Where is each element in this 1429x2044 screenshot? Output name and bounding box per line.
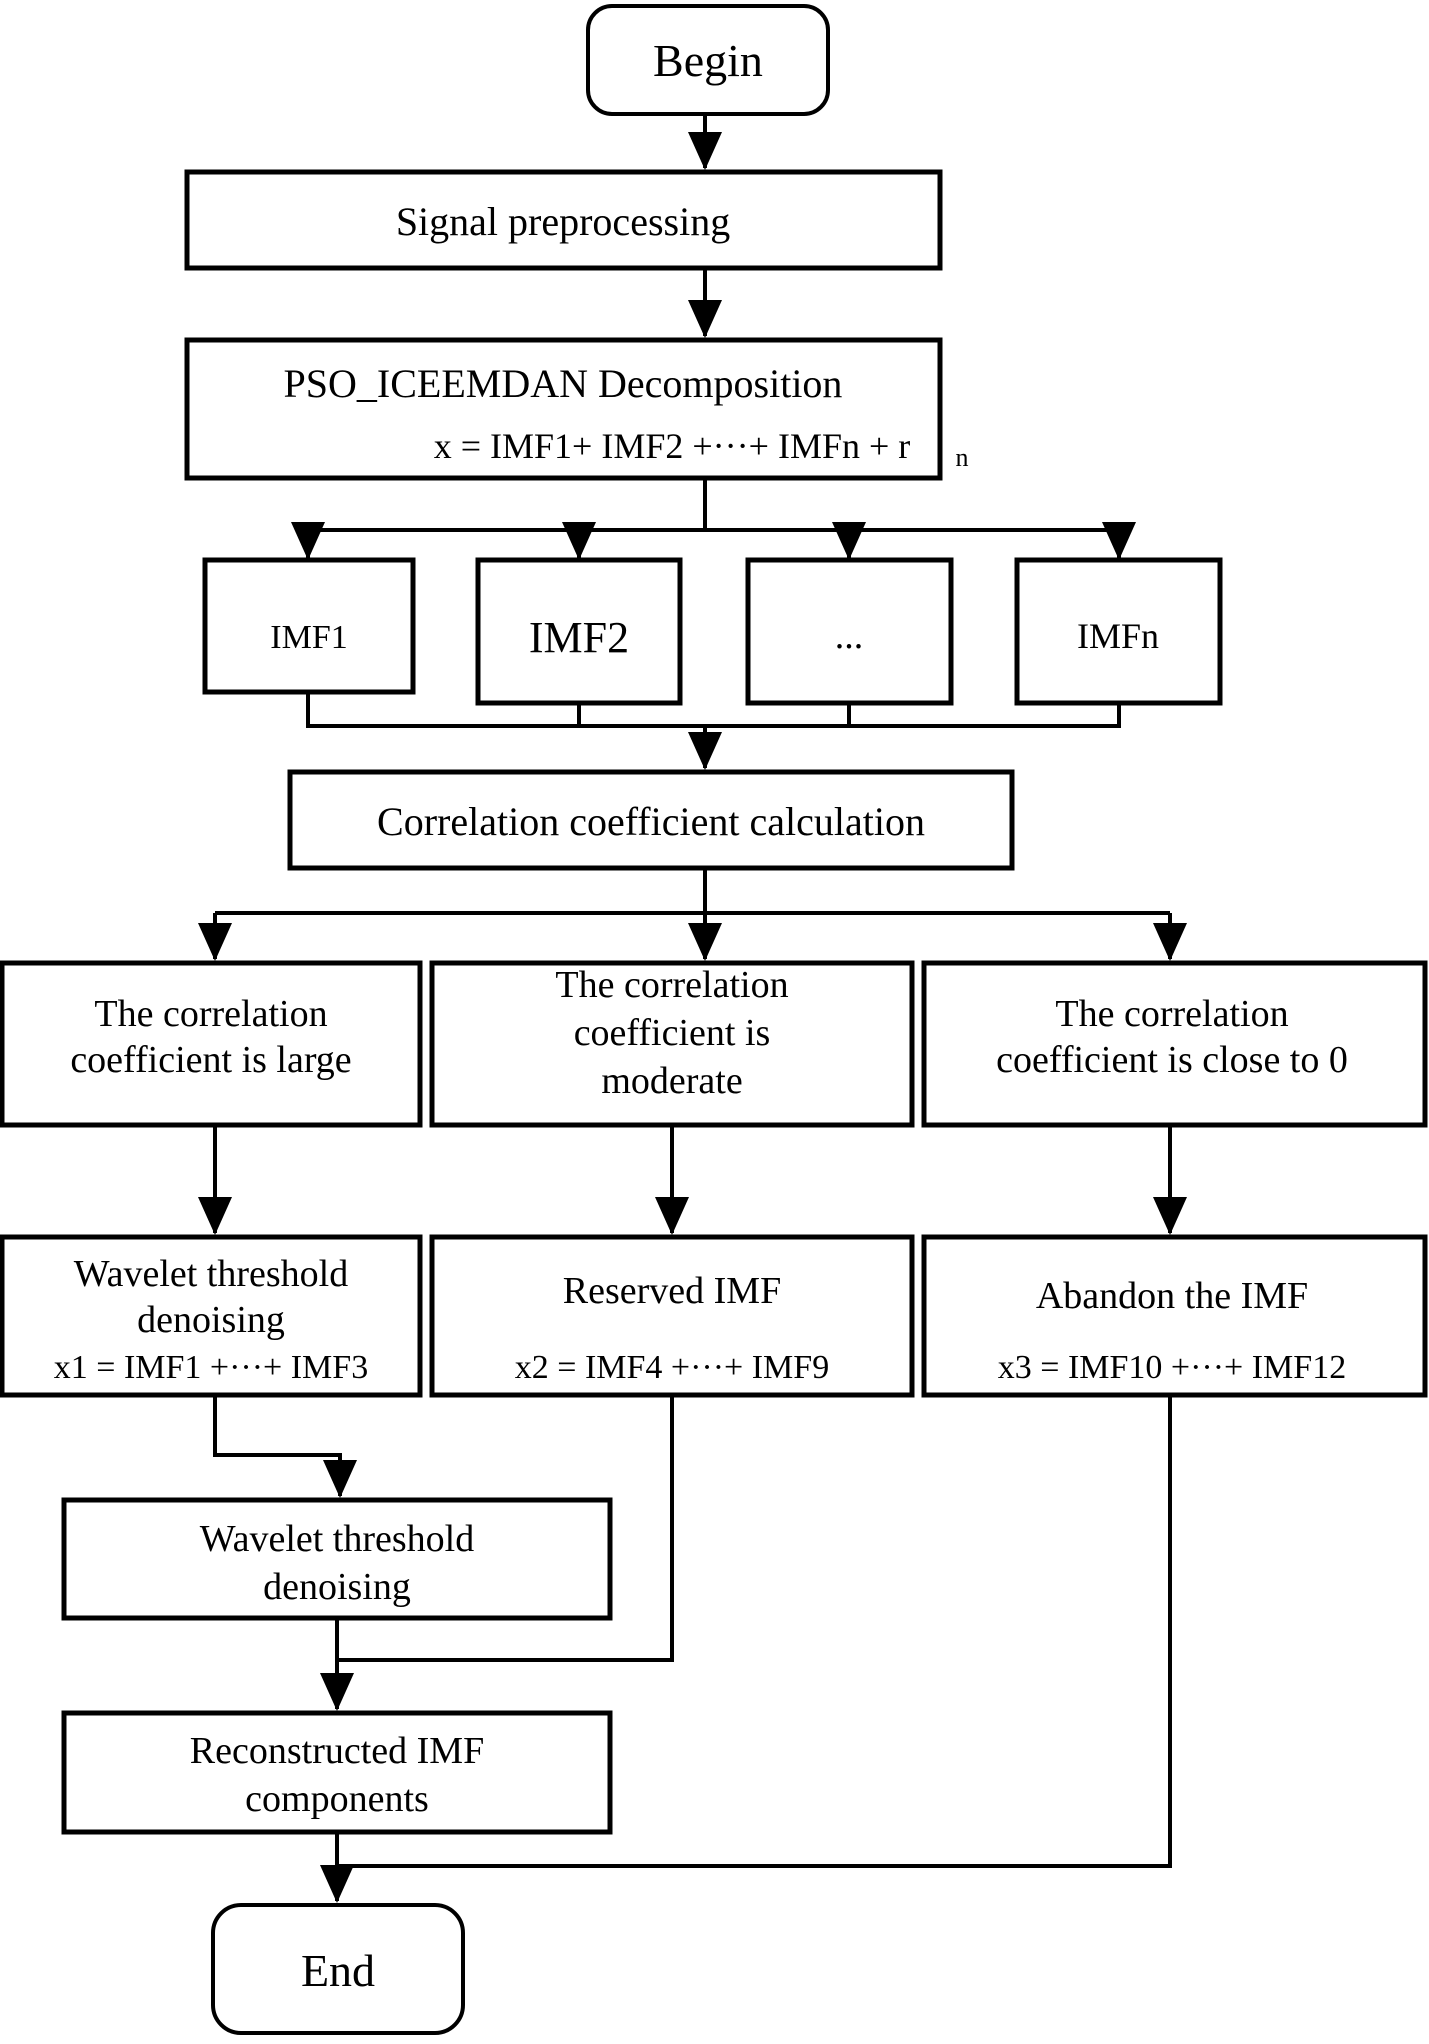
reserved-imf-title: Reserved IMF <box>563 1270 781 1312</box>
corr-moderate-node <box>429 960 915 1128</box>
reconstructed-imf-line2: components <box>245 1778 429 1820</box>
correlation-calc-node <box>287 769 1015 871</box>
pso-formula-subscript: n <box>956 443 969 472</box>
imf-ellipsis-label: ... <box>835 615 864 657</box>
abandon-imf-formula: x3 = IMF10 +···+ IMF12 <box>998 1349 1346 1386</box>
imfn-node <box>1014 557 1223 706</box>
wavelet-denoise-1-node <box>0 1234 423 1398</box>
corr-zero-node <box>921 960 1428 1128</box>
abandon-imf-node <box>921 1234 1428 1398</box>
wavelet-denoise-1-line1: Wavelet threshold <box>74 1253 348 1295</box>
edge-abandon-merge <box>339 1395 1172 1868</box>
end-label: End <box>301 1945 375 1996</box>
edges <box>198 114 1187 1903</box>
begin-label: Begin <box>653 35 763 86</box>
correlation-calc-label: Correlation coefficient calculation <box>377 799 925 844</box>
edge-reserved-merge <box>339 1395 674 1662</box>
signal-preprocessing-label: Signal preprocessing <box>396 199 730 244</box>
abandon-imf-title: Abandon the IMF <box>1036 1275 1308 1317</box>
pso-decomposition-title: PSO_ICEEMDAN Decomposition <box>284 361 843 406</box>
signal-preprocessing-node <box>184 169 943 271</box>
corr-moderate-line1: The correlation <box>555 964 788 1006</box>
wavelet-denoise-2-node <box>61 1497 613 1621</box>
imf1-label: IMF1 <box>270 619 347 656</box>
pso-decomposition-formula: x = IMF1+ IMF2 +···+ IMFn + r <box>434 426 911 466</box>
wavelet-denoise-1-line2: denoising <box>137 1299 285 1341</box>
imfn-label: IMFn <box>1077 616 1159 656</box>
reconstructed-imf-node <box>61 1710 613 1835</box>
pso-decomposition-node <box>184 337 943 481</box>
corr-zero-line1: The correlation <box>1055 993 1288 1035</box>
edge-wavelet1-wavelet2 <box>213 1395 357 1498</box>
nodes: Begin Signal preprocessing PSO_ICEEMDAN … <box>0 4 1428 2035</box>
imf-ellipsis-node <box>745 557 954 706</box>
wavelet-denoise-2-line1: Wavelet threshold <box>200 1518 474 1560</box>
corr-large-node <box>0 960 423 1128</box>
begin-node <box>586 4 830 116</box>
imf1-node <box>202 557 416 695</box>
reserved-imf-formula: x2 = IMF4 +···+ IMF9 <box>515 1349 829 1386</box>
reserved-imf-node <box>429 1234 915 1398</box>
wavelet-denoise-1-formula: x1 = IMF1 +···+ IMF3 <box>54 1349 368 1386</box>
imf2-label: IMF2 <box>529 613 629 662</box>
corr-large-line1: The correlation <box>94 993 327 1035</box>
end-node <box>211 1903 465 2035</box>
corr-moderate-line2: coefficient is <box>574 1012 771 1054</box>
corr-zero-line2: coefficient is close to 0 <box>996 1039 1348 1081</box>
corr-large-line2: coefficient is large <box>70 1039 351 1081</box>
corr-moderate-line3: moderate <box>601 1060 742 1102</box>
imf2-node <box>475 557 683 706</box>
wavelet-denoise-2-line2: denoising <box>263 1566 411 1608</box>
reconstructed-imf-line1: Reconstructed IMF <box>190 1730 484 1772</box>
